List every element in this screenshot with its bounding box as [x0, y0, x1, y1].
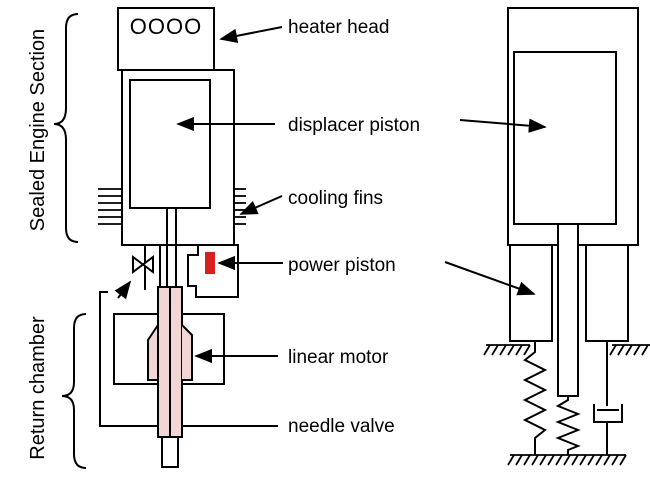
right-displacer: [513, 51, 617, 225]
needle-valve-label: needle valve: [288, 416, 395, 437]
ground-lower: [507, 454, 627, 466]
right-piston-right: [585, 244, 629, 342]
heater-head-box: [117, 7, 215, 71]
return-chamber-brace: [61, 313, 87, 469]
right-rod: [557, 223, 579, 397]
spring-left: [522, 341, 548, 455]
power-piston-label: power piston: [288, 255, 396, 276]
power-piston: [205, 252, 215, 274]
cooling-fins: [98, 188, 246, 225]
heater-symbol: OOOO: [130, 14, 202, 39]
heater-head-arrow: [219, 26, 283, 43]
ground-upper: [483, 344, 650, 356]
sealed-engine-section-label: Sealed Engine Section: [27, 29, 49, 231]
sealed-engine-brace: [53, 13, 79, 243]
right-power-piston-arrow: [444, 261, 536, 296]
motor-wedge: [147, 321, 159, 381]
linear-motor-label: linear motor: [288, 347, 389, 368]
right-displacer-arrow: [459, 118, 547, 133]
displacer-piston: [129, 79, 211, 209]
spring-right: [555, 396, 581, 455]
valve-symbol: [132, 255, 154, 274]
cooling-fins-arrow: [239, 195, 283, 215]
displacer-piston-label: displacer piston: [288, 115, 420, 136]
heater-head-label: heater head: [288, 17, 389, 38]
cooling-fins-label: cooling fins: [288, 188, 383, 209]
return-chamber-label: Return chamber: [27, 316, 49, 460]
needle-valve: [161, 436, 179, 468]
damper: [593, 341, 623, 455]
